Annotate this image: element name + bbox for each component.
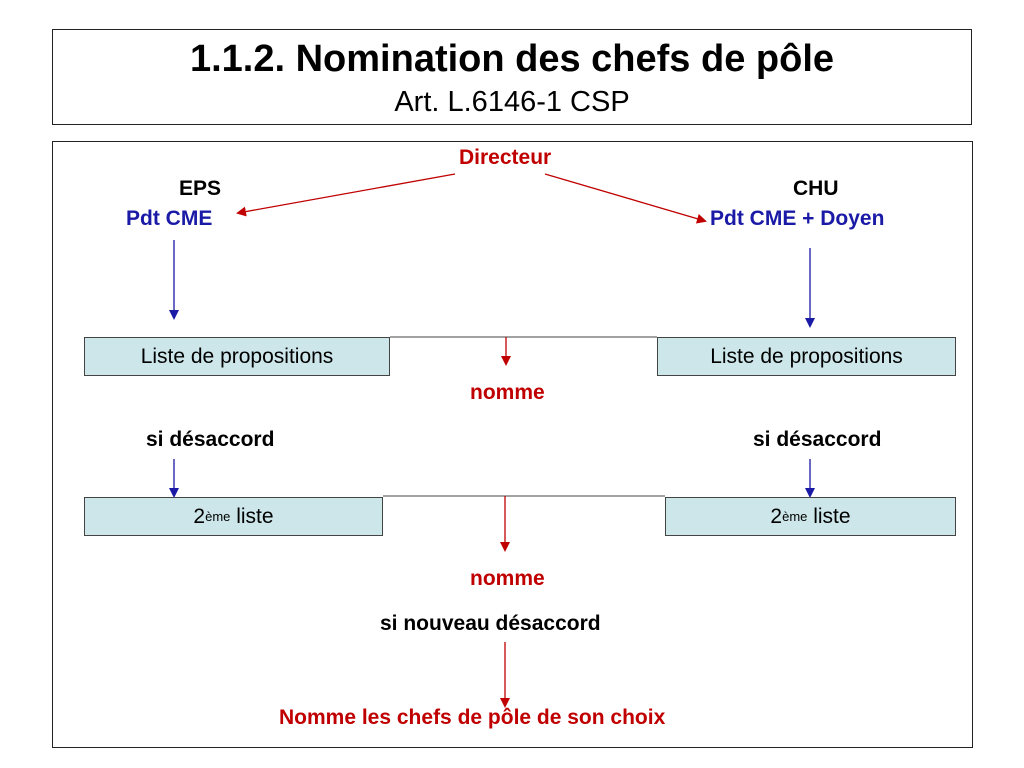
left-second-list-text: liste [230,504,274,528]
left-second-list-number: 2 [193,504,206,528]
left-disagree-label: si désaccord [146,428,275,451]
left-second-list-sup: ème [205,509,231,524]
arrow-directeur-to-chu [544,173,707,224]
chu-role-label: Pdt CME + Doyen [710,207,885,230]
eps-role-label: Pdt CME [126,207,213,230]
slide-subtitle: Art. L.6146-1 CSP [394,86,630,118]
left-list-box: Liste de propositions [84,337,390,376]
directeur-label: Directeur [459,146,552,169]
final-decision-label: Nomme les chefs de pôle de son choix [279,706,666,729]
right-second-list-text: liste [807,504,851,528]
slide-title: 1.1.2. Nomination des chefs de pôle [189,38,835,80]
eps-label: EPS [179,177,222,200]
title-box: 1.1.2. Nomination des chefs de pôle Art.… [52,29,972,125]
arrow-directeur-to-eps [236,173,456,217]
right-disagree-label: si désaccord [753,428,882,451]
new-disagree-label: si nouveau désaccord [380,612,601,635]
nomme-label-2: nomme [470,567,545,590]
nomme-label-1: nomme [470,381,545,404]
right-list-box: Liste de propositions [657,337,956,376]
right-second-list-sup: ème [782,509,808,524]
chu-label: CHU [793,177,839,200]
diagram-frame [52,141,973,748]
right-second-list-number: 2 [770,504,783,528]
